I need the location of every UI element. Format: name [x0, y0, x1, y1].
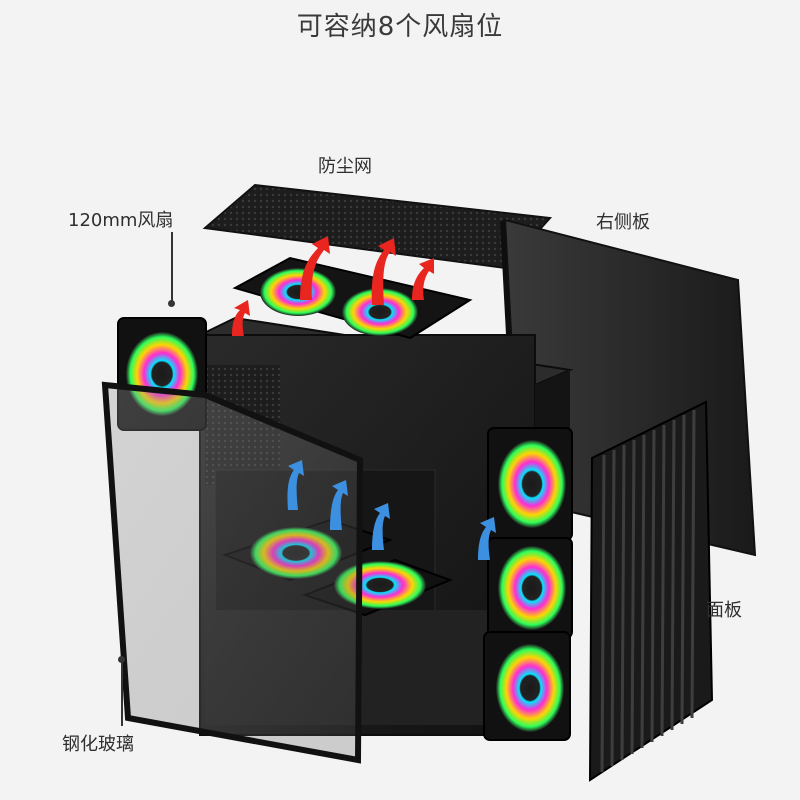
front-panel-label: 面板 — [706, 600, 742, 621]
glass-leader-dot — [118, 656, 125, 663]
glass-leader-line — [121, 662, 123, 726]
front-fans — [483, 427, 573, 741]
fan-leader-dot — [168, 300, 175, 307]
fan-leader-line — [171, 232, 173, 302]
tempered-glass-panel — [101, 381, 364, 764]
dust-filter-label: 防尘网 — [318, 156, 372, 177]
tempered-glass-label: 钢化玻璃 — [62, 734, 134, 755]
fan-120mm-label: 120mm风扇 — [68, 210, 174, 231]
dust-filter — [202, 183, 553, 270]
top-fan-pair — [232, 256, 473, 340]
intake-arrows — [287, 460, 496, 560]
right-side-panel-label: 右侧板 — [596, 212, 650, 233]
page-title: 可容纳8个风扇位 — [296, 12, 504, 42]
exhaust-arrows — [232, 236, 434, 336]
front-panel — [588, 400, 714, 782]
